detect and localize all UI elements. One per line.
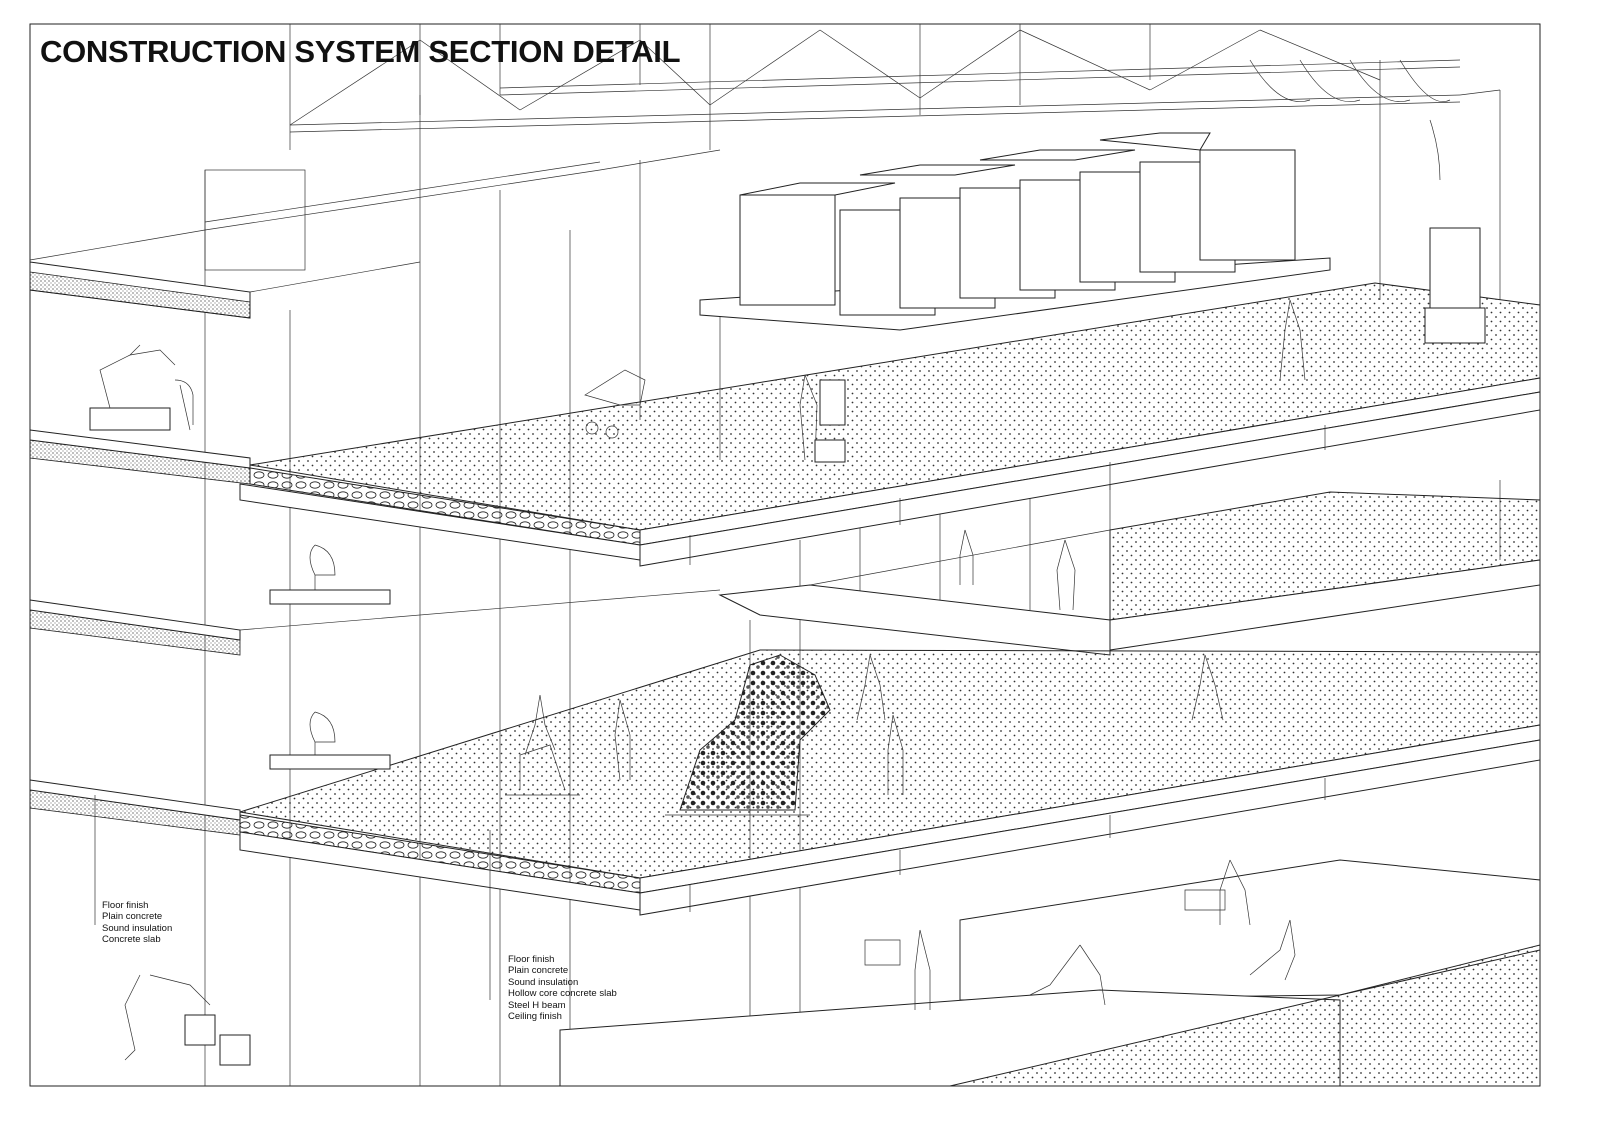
layer-label: Ceiling finish (508, 1011, 562, 1023)
layer-label: Plain concrete (508, 965, 569, 977)
slab-level-2 (29, 649, 1541, 916)
layer-label: Steel H beam (508, 999, 566, 1011)
figures-and-objects (89, 227, 1486, 1066)
slab-level-4-left (29, 261, 421, 319)
layer-label: Hollow core concrete slab (508, 988, 617, 1000)
ground-platforms (559, 859, 1541, 1087)
layer-annotation-left: Floor finish Plain concrete Sound insula… (102, 900, 172, 946)
annotation-leaders (94, 795, 491, 1000)
drawing-title: CONSTRUCTION SYSTEM SECTION DETAIL (40, 34, 681, 69)
layer-label: Sound insulation (102, 922, 173, 934)
layer-label: Concrete slab (102, 934, 161, 946)
layer-label: Floor finish (508, 954, 555, 965)
slab-level-3 (29, 282, 1541, 567)
layer-label: Floor finish (102, 900, 149, 911)
layer-annotation-right: Floor finish Plain concrete Sound insula… (508, 954, 617, 1022)
slab-mezzanine (29, 491, 1541, 656)
mechanical-units (699, 132, 1331, 331)
layer-label: Plain concrete (102, 911, 163, 923)
layer-label: Sound insulation (508, 976, 579, 988)
roof-truss (204, 24, 1501, 300)
